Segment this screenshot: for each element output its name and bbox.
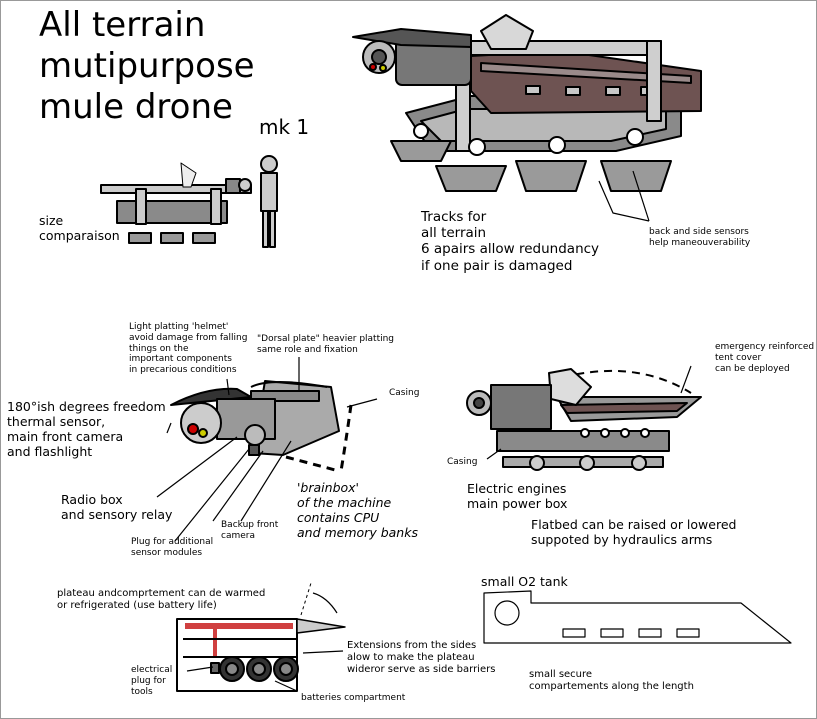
batteries-label: batteries compartment <box>301 693 406 703</box>
version-label: mk 1 <box>259 115 310 139</box>
sensors-label: back and side sensors help maneouverabil… <box>649 227 751 248</box>
main-drone-drawing <box>352 14 702 192</box>
size-comparison-label: size comparaison <box>39 213 120 243</box>
diagram-title: All terrain mutipurpose mule drone <box>39 5 255 127</box>
extensions-label: Extensions from the sides alow to make t… <box>347 640 496 675</box>
casing-label-head: Casing <box>389 388 420 398</box>
radio-box-label: Radio box and sensory relay <box>61 492 173 522</box>
helmet-label: Light platting 'helmet' avoid damage fro… <box>129 322 248 376</box>
backup-camera-label: Backup front camera <box>221 520 279 541</box>
battery-compartment-drawing <box>176 582 346 692</box>
electrical-plug-label: electrical plug for tools <box>131 665 173 697</box>
o2-tank-drawing <box>483 590 792 644</box>
tracks-label: Tracks for all terrain 6 apairs allow re… <box>421 209 600 274</box>
o2-tank-label: small O2 tank <box>481 574 568 589</box>
flatbed-drone-drawing <box>466 368 702 471</box>
engines-label: Electric engines main power box <box>467 481 568 511</box>
head-detail-drawing <box>170 380 353 473</box>
dorsal-plate-label: "Dorsal plate" heavier platting same rol… <box>257 334 395 355</box>
flatbed-label: Flatbed can be raised or lowered suppote… <box>531 517 737 547</box>
size-comparison-drawing <box>100 155 278 248</box>
secure-compartments-label: small secure compartements along the len… <box>529 669 694 692</box>
freedom-label: 180°ish degrees freedom thermal sensor, … <box>7 399 166 459</box>
tent-cover-label: emergency reinforced tent cover can be d… <box>715 342 815 374</box>
casing-label-flatbed: Casing <box>447 457 478 467</box>
plateau-label: plateau andcomprtement can de warmed or … <box>57 588 266 611</box>
plug-label: Plug for additional sensor modules <box>131 537 214 558</box>
leader-lines <box>156 170 692 692</box>
brainbox-label: 'brainbox' of the machine contains CPU a… <box>297 480 418 540</box>
